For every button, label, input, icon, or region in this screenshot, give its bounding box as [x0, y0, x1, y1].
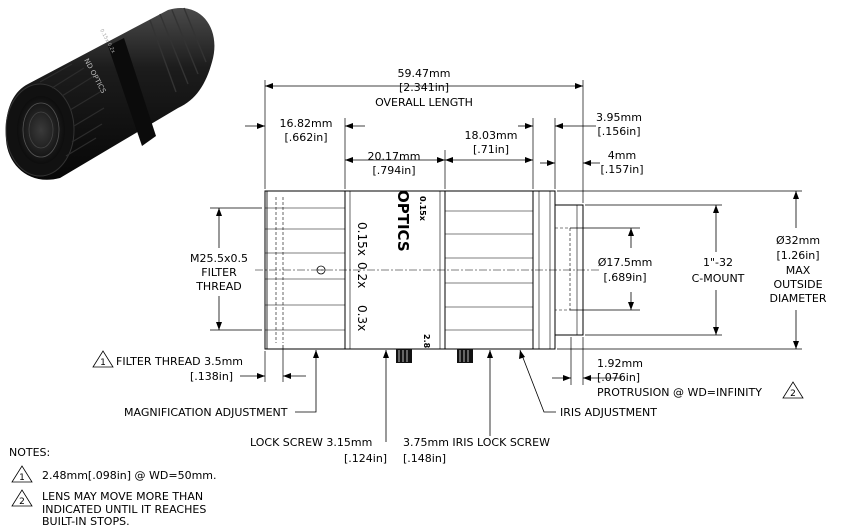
mag-mark-1: 0.15x	[355, 222, 369, 256]
notes-title: NOTES:	[9, 446, 50, 459]
max-diameter-mm: Ø32mm	[776, 234, 820, 247]
note-1-ref-triangle-icon	[92, 350, 114, 368]
iris-mark-small: 2.8	[422, 334, 431, 349]
note-1-text: 2.48mm[.098in] @ WD=50mm.	[42, 469, 217, 482]
mag-mark-3: 0.3x	[355, 305, 369, 331]
mount-length-mm: 4mm	[608, 149, 636, 162]
brand-mark: OPTICS	[394, 190, 412, 252]
max-diameter-label-1: MAX	[786, 264, 811, 277]
filter-thread-size: M25.5x0.5	[190, 252, 248, 265]
lock-screw-label: LOCK SCREW 3.15mm	[250, 436, 372, 449]
mag-mark-2: 0.2x	[355, 262, 369, 288]
iris-lock-screw-label: 3.75mm IRIS LOCK SCREW	[403, 436, 550, 449]
note-2-ref-triangle-icon	[782, 381, 804, 399]
rear-length-in: [.71in]	[473, 143, 509, 156]
iris-adjustment-label: IRIS ADJUSTMENT	[560, 406, 657, 419]
max-diameter-label-3: DIAMETER	[770, 292, 827, 305]
lock-screw-icon	[396, 349, 412, 363]
magnification-adjustment-label: MAGNIFICATION ADJUSTMENT	[124, 406, 288, 419]
protrusion-in: [.076in]	[597, 371, 640, 384]
flange-length-in: [.156in]	[597, 125, 640, 138]
bore-diameter-mm: Ø17.5mm	[598, 256, 653, 269]
c-mount-label: C-MOUNT	[692, 272, 745, 285]
lens-side-view: 0.15x 0.2x 0.3x OPTICS 0.15x 2.8	[255, 190, 600, 363]
bore-diameter-in: [.689in]	[603, 271, 646, 284]
note-1-triangle-icon	[11, 465, 33, 483]
note-1-number: 1	[19, 473, 25, 483]
c-mount-thread: 1"-32	[703, 256, 733, 269]
rear-length-mm: 18.03mm	[465, 129, 518, 142]
max-diameter-label-2: OUTSIDE	[773, 278, 822, 291]
mid-length-in: [.794in]	[372, 164, 415, 177]
filter-thread-depth-mm: FILTER THREAD 3.5mm	[116, 355, 243, 368]
note-2-ref-number: 2	[790, 389, 796, 399]
max-diameter-in: [1.26in]	[776, 249, 819, 262]
mid-length-mm: 20.17mm	[368, 150, 421, 163]
filter-thread-depth-in: [.138in]	[190, 370, 233, 383]
note-2-line-1: LENS MAY MOVE MORE THAN	[42, 490, 203, 503]
mount-length-in: [.157in]	[600, 163, 643, 176]
front-length-mm: 16.82mm	[280, 117, 333, 130]
iris-lock-screw-in: [.148in]	[403, 452, 446, 465]
overall-length-mm: 59.47mm	[398, 67, 451, 80]
notes-block: NOTES: 1 2.48mm[.098in] @ WD=50mm. 2 LEN…	[9, 446, 217, 528]
protrusion-label: PROTRUSION @ WD=INFINITY	[597, 386, 762, 399]
overall-length-in: [2.341in]	[399, 81, 449, 94]
flange-length-mm: 3.95mm	[596, 111, 642, 124]
note-1-ref-number: 1	[100, 358, 106, 368]
note-2-line-3: BUILT-IN STOPS.	[42, 515, 130, 528]
overall-length-label: OVERALL LENGTH	[375, 96, 473, 109]
note-2-number: 2	[19, 497, 25, 507]
dimension-labels: 59.47mm [2.341in] OVERALL LENGTH 16.82mm…	[92, 67, 827, 465]
note-2-line-2: INDICATED UNTIL IT REACHES	[42, 503, 206, 516]
front-length-in: [.662in]	[284, 131, 327, 144]
protrusion-mm: 1.92mm	[597, 357, 643, 370]
iris-lock-screw-icon	[457, 349, 473, 363]
dimension-lines	[210, 80, 802, 442]
note-2-triangle-icon	[11, 489, 33, 507]
lens-3d-thumbnail: ND OPTICS 0.15x 0.2x	[5, 7, 215, 180]
filter-thread-label-1: FILTER	[201, 266, 237, 279]
mag-mark-small: 0.15x	[418, 196, 427, 222]
lock-screw-in: [.124in]	[344, 452, 387, 465]
filter-thread-label-2: THREAD	[195, 280, 242, 293]
